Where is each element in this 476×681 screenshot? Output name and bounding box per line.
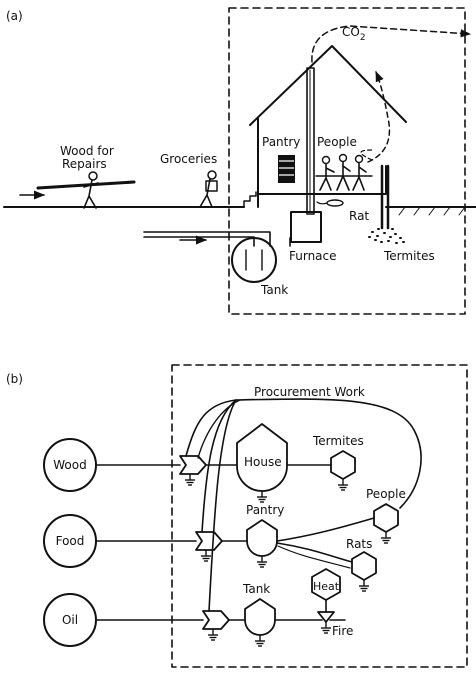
oil-source-label: Oil	[62, 613, 78, 627]
people-figures	[315, 153, 373, 191]
termites-figure	[368, 164, 405, 244]
people-label-a: People	[317, 135, 357, 149]
house-label-b: House	[244, 455, 282, 469]
wood-work-gate	[179, 455, 207, 486]
wood-carrier-figure	[36, 171, 136, 209]
rats-label-b: Rats	[346, 537, 372, 551]
oil-work-gate	[202, 610, 230, 641]
termites-label-a: Termites	[383, 249, 435, 263]
fire-sink	[317, 599, 335, 634]
tank-storage	[244, 598, 276, 647]
system-boundary-a	[228, 7, 466, 315]
panel-b: (b) Procurement Work Wood Food Oil	[6, 364, 468, 668]
ground-line	[3, 206, 476, 216]
heat-label-b: Heat	[313, 580, 340, 593]
people-consumer	[373, 503, 399, 544]
tank-label-b: Tank	[242, 582, 270, 596]
wood-for-label: Wood for	[60, 144, 114, 158]
groceries-label: Groceries	[160, 152, 217, 166]
repairs-label: Repairs	[62, 157, 107, 171]
procurement-work-label: Procurement Work	[254, 385, 365, 399]
food-source-label: Food	[56, 534, 85, 548]
house-storage	[236, 423, 288, 503]
rats-consumer	[351, 551, 377, 592]
house-drawing	[243, 45, 407, 208]
tank-label-a: Tank	[260, 283, 288, 297]
furnace-label: Furnace	[289, 249, 337, 263]
rat-label-a: Rat	[349, 209, 369, 223]
co2-label: CO2	[342, 25, 366, 43]
rat-figure	[316, 199, 344, 207]
pantry-label-a: Pantry	[262, 135, 300, 149]
fire-label-b: Fire	[332, 624, 353, 638]
food-work-gate	[195, 531, 223, 562]
wood-source-label: Wood	[53, 458, 86, 472]
termites-consumer	[330, 450, 356, 491]
termites-label-b: Termites	[312, 434, 364, 448]
co2-flow-arrow	[311, 25, 472, 63]
chimney-pipe	[306, 67, 315, 215]
pantry-storage	[246, 519, 278, 568]
grocery-carrier-figure	[199, 170, 218, 208]
pantry-label-b: Pantry	[246, 503, 284, 517]
system-boundary-b	[171, 364, 468, 668]
panel-a-tag: (a)	[6, 9, 23, 23]
furnace-box	[290, 211, 322, 243]
termite-flow-arrow	[367, 71, 391, 163]
panel-a: (a) Wood for Repairs Groceries	[3, 7, 476, 315]
panel-b-tag: (b)	[6, 372, 23, 386]
people-label-b: People	[366, 487, 406, 501]
procurement-work-loop	[185, 398, 422, 612]
tank-circle	[231, 237, 277, 283]
pantry-shelves	[278, 155, 295, 183]
